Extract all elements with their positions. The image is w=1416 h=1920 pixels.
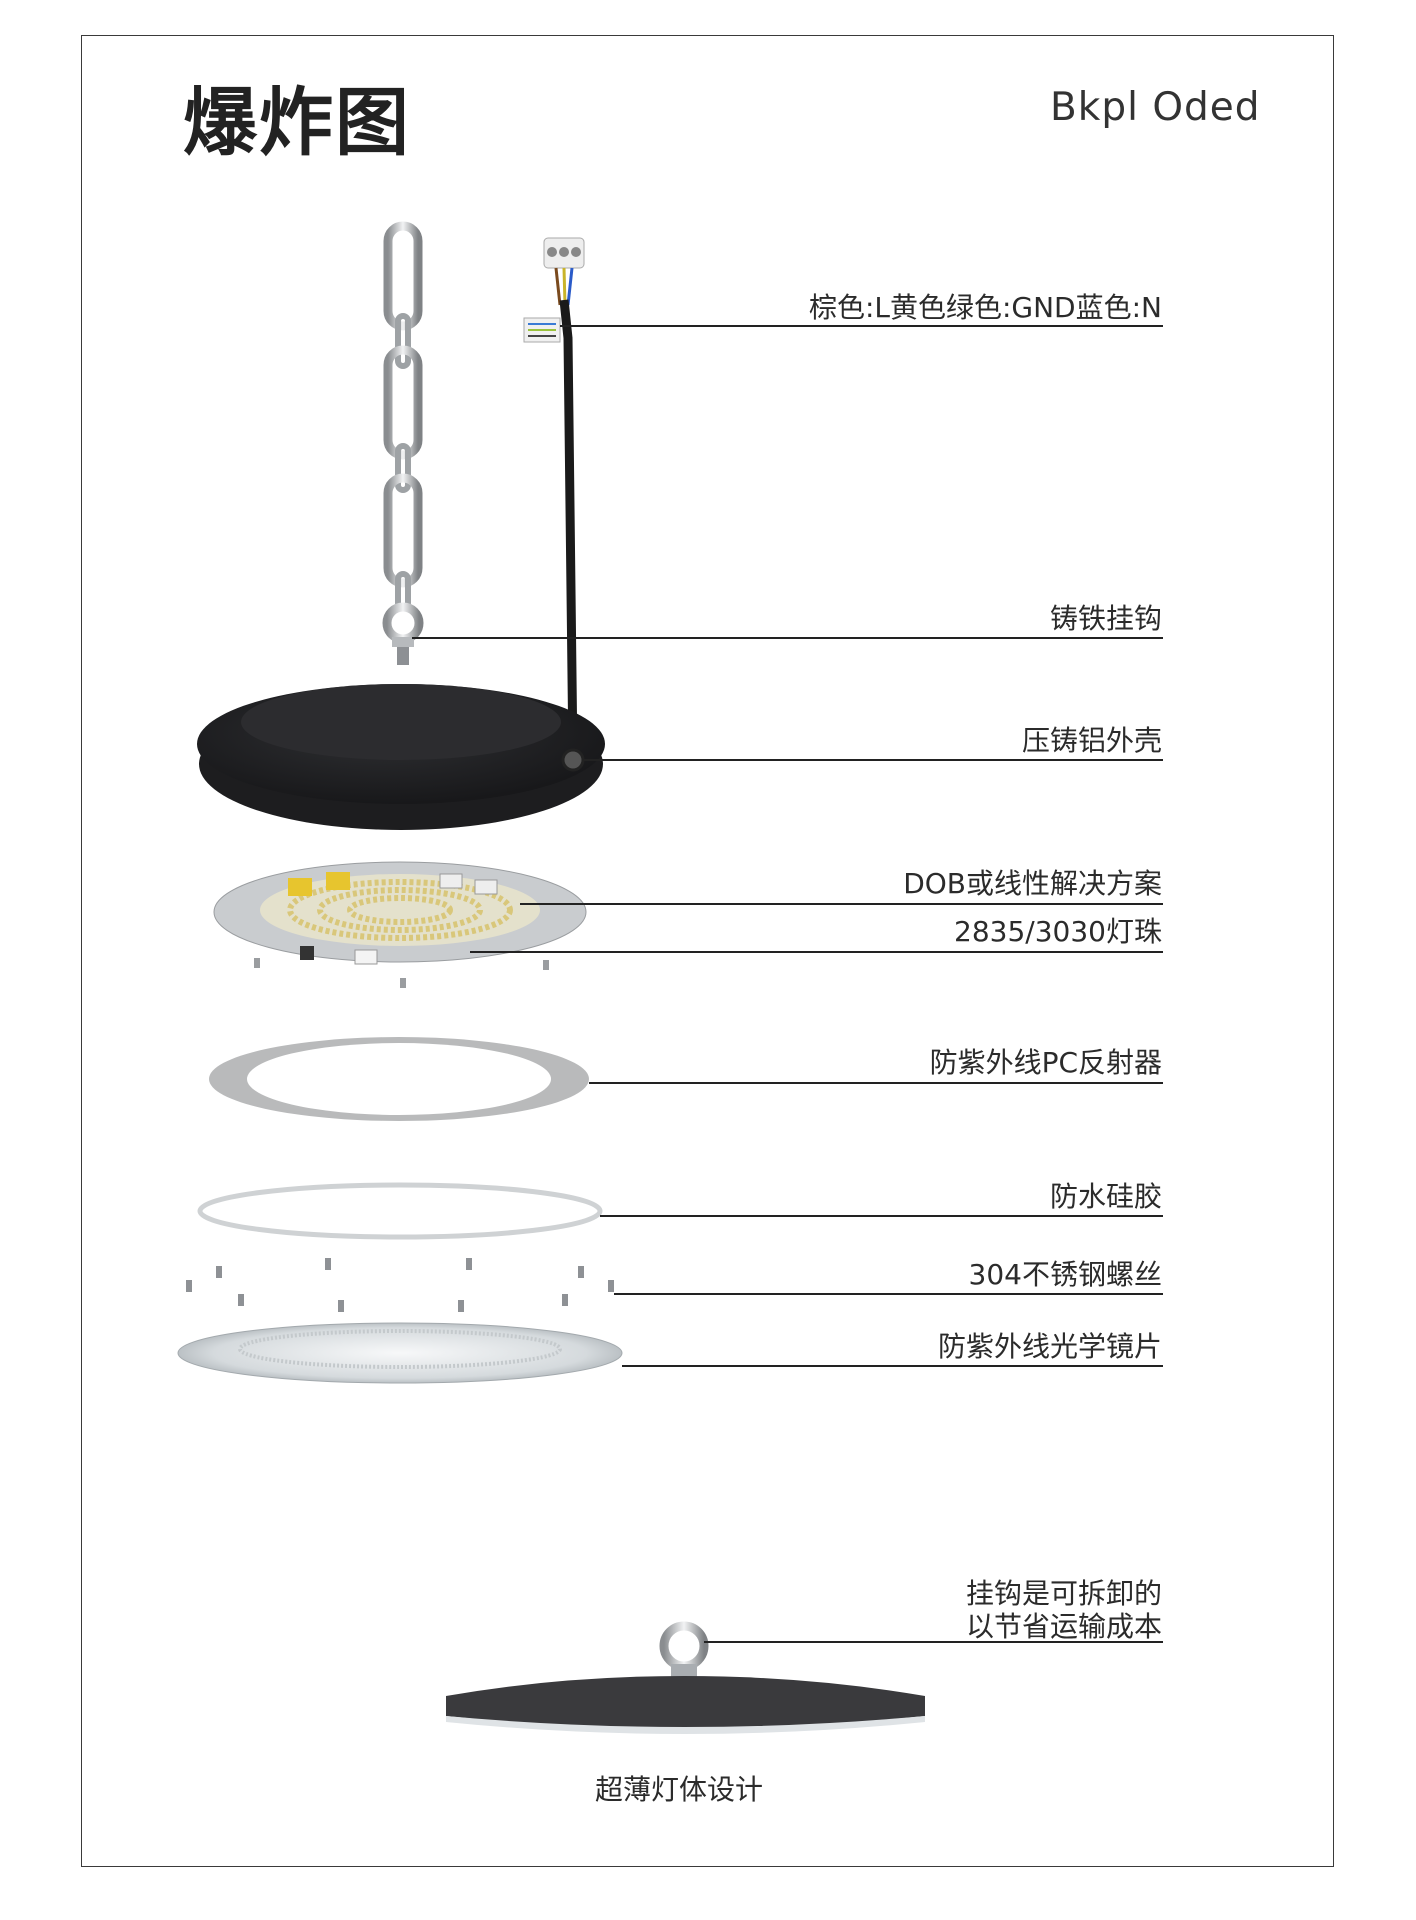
label-housing: 压铸铝外壳 <box>1021 724 1162 757</box>
label-hook: 铸铁挂钩 <box>1049 602 1162 635</box>
caption-slim-design: 超薄灯体设计 <box>595 1773 764 1806</box>
chain <box>383 221 423 611</box>
label-gasket: 防水硅胶 <box>1049 1180 1162 1213</box>
label-detachable-line1: 挂钩是可拆卸的 <box>965 1577 1162 1610</box>
leader-lines <box>412 325 1163 1643</box>
page-title: 爆炸图 <box>183 80 411 166</box>
label-leds: 2835/3030灯珠 <box>954 915 1162 948</box>
pc-reflector <box>209 1037 589 1121</box>
die-cast-housing <box>197 684 605 830</box>
slim-fixture-assembled <box>446 1621 925 1734</box>
power-cable <box>523 237 585 761</box>
stainless-screws <box>186 1258 614 1312</box>
label-dob-solution: DOB或线性解决方案 <box>903 867 1162 900</box>
silicone-gasket <box>197 1182 603 1240</box>
optical-lens <box>177 1322 623 1384</box>
label-reflector: 防紫外线PC反射器 <box>929 1046 1162 1079</box>
label-detachable-hook: 挂钩是可拆卸的 以节省运输成本 <box>966 1577 1162 1643</box>
label-wire-colors: 棕色:L黄色绿色:GND蓝色:N <box>808 291 1162 324</box>
led-pcb <box>213 861 587 965</box>
page-frame <box>81 35 1334 1867</box>
brand-name: Bkpl Oded <box>1050 85 1261 130</box>
pcb-screws <box>254 958 549 988</box>
label-lens: 防紫外线光学镜片 <box>937 1330 1162 1363</box>
label-detachable-line2: 以节省运输成本 <box>965 1610 1162 1643</box>
hook-eye-bolt <box>382 602 424 665</box>
label-screws: 304不锈钢螺丝 <box>968 1258 1162 1291</box>
